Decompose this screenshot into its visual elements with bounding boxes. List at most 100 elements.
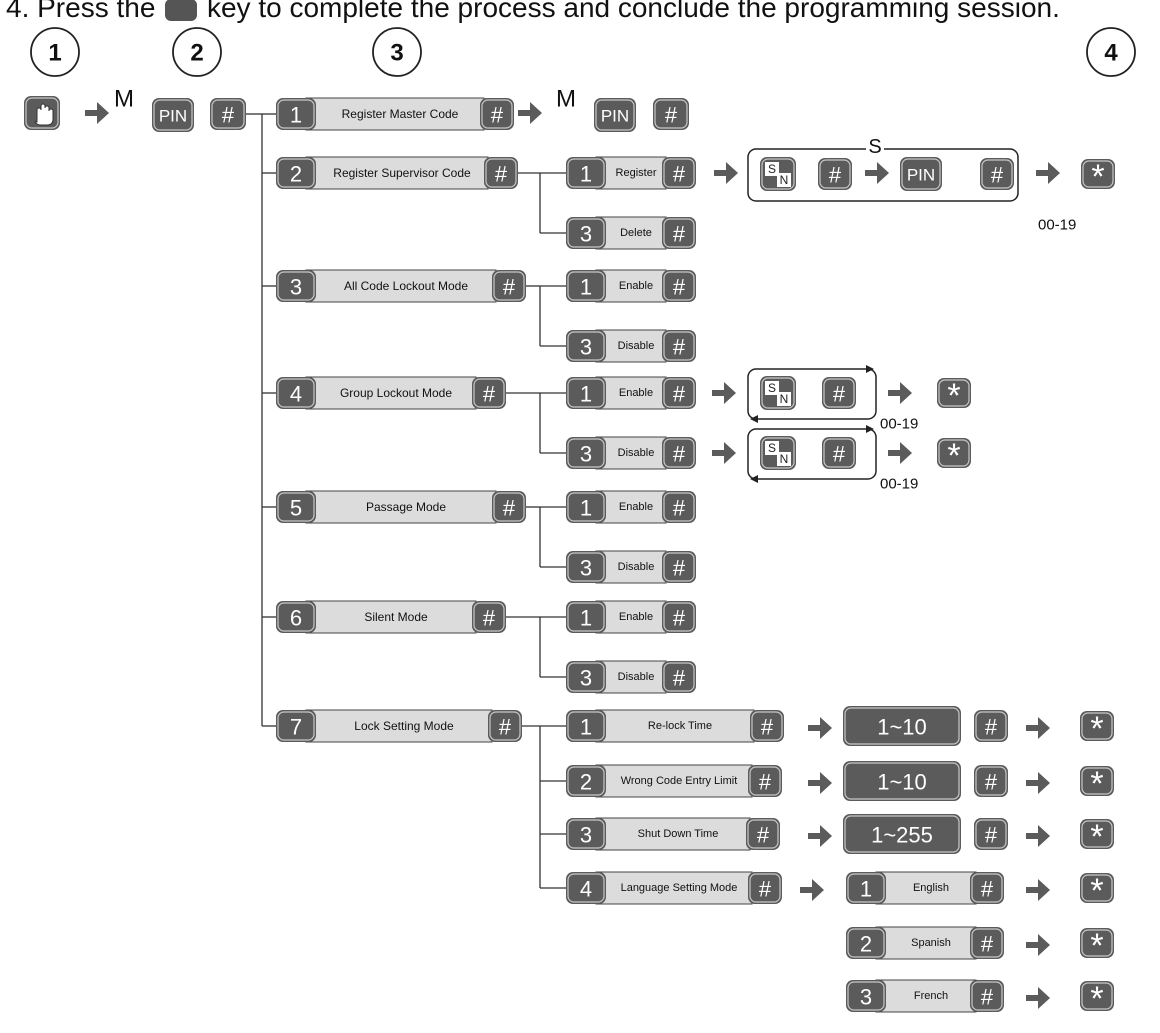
hash-key-bevel [975,819,1007,849]
hash-key-shape [974,765,1008,797]
hash-key [472,377,506,409]
menu-button-body [595,871,753,905]
star-key-shape [937,378,971,408]
star-key-shape [1080,711,1114,741]
hash-key [662,377,696,409]
arrow-right-icon [800,879,824,901]
hash-key [746,818,780,850]
instruction-text-post: key to complete the process and conclude… [206,0,1060,23]
sn-key-n-label: N [780,452,789,466]
hash-key-bevel [971,873,1003,903]
value-box-shape [843,814,961,854]
number-badge-shape [276,491,316,523]
hash-key-bevel [663,331,695,361]
hash-icon: # [673,442,686,467]
hash-key-shape [662,437,696,469]
number-badge [566,157,606,189]
star-key-shape [1080,873,1114,903]
hash-key [750,710,784,742]
sn-key-n-box [777,452,791,466]
hash-key-shape [662,270,696,302]
number-badge [276,491,316,523]
hash-key [974,818,1008,850]
number-badge-shape [276,377,316,409]
menu-button-body [595,490,667,524]
number-badge-bevel [277,271,315,301]
hash-key [970,872,1004,904]
number-badge-bevel [567,819,605,849]
number-label: 3 [290,275,302,300]
star-key-shape [1080,766,1114,796]
step-number: 3 [390,40,403,67]
number-label: 1 [580,496,592,521]
hash-key-shape [662,601,696,633]
hash-key [484,157,518,189]
number-label: 1 [580,606,592,631]
star-key [1080,819,1114,849]
hash-key-shape [662,491,696,523]
hash-key [492,270,526,302]
number-badge-shape [566,437,606,469]
hash-icon: # [985,715,998,740]
number-badge-shape [566,765,606,797]
hash-key-bevel [819,159,851,189]
pin-key [594,98,636,132]
menu-button-label: Language Setting Mode [621,882,738,894]
hash-key-shape [974,818,1008,850]
star-key [1080,928,1114,958]
arrow-right-icon [1036,162,1060,184]
hash-key-bevel [749,766,781,796]
number-badge-shape [846,980,886,1012]
number-badge [566,217,606,249]
menu-button-label: Passage Mode [366,500,446,514]
arrow-right-icon [85,102,109,124]
pin-key-bevel [595,99,635,131]
hash-key-bevel [663,158,695,188]
hash-key-bevel [975,711,1007,741]
hash-key-shape [492,270,526,302]
arrow-right-icon [1026,934,1050,956]
hash-icon: # [483,606,496,631]
number-badge [276,710,316,742]
number-badge [566,765,606,797]
value-box [843,761,961,801]
hash-key-bevel [971,928,1003,958]
star-key-bevel [1081,820,1113,848]
hash-key-bevel [481,99,513,129]
number-badge-bevel [567,711,605,741]
menu-button-body [595,216,667,250]
star-key [1080,873,1114,903]
star-key [1081,159,1115,189]
hash-key-bevel [823,438,855,468]
pin-label: PIN [907,166,935,185]
number-label: 3 [580,335,592,360]
arrow-right-icon [712,442,736,464]
number-badge [566,872,606,904]
star-key [1080,711,1114,741]
number-badge-bevel [847,928,885,958]
sn-key-s-label: S [768,381,776,395]
number-badge-bevel [567,438,605,468]
hash-icon: # [673,556,686,581]
frame-label-gap [866,141,884,155]
hash-icon: # [981,932,994,957]
star-key-shape [937,438,971,468]
number-badge [566,270,606,302]
hash-key [662,661,696,693]
hash-icon: # [499,715,512,740]
hash-key-shape [750,710,784,742]
hash-key-bevel [663,271,695,301]
number-badge-bevel [567,662,605,692]
number-label: 1 [290,103,302,128]
pin-key-shape [152,98,194,132]
m-label: M [556,86,576,113]
number-badge [566,491,606,523]
number-badge-bevel [567,271,605,301]
number-label: 2 [860,932,872,957]
hash-key [662,601,696,633]
menu-button-body [595,269,667,303]
number-badge-bevel [567,158,605,188]
number-badge-shape [846,872,886,904]
value-box-shape [843,761,961,801]
number-badge [276,601,316,633]
